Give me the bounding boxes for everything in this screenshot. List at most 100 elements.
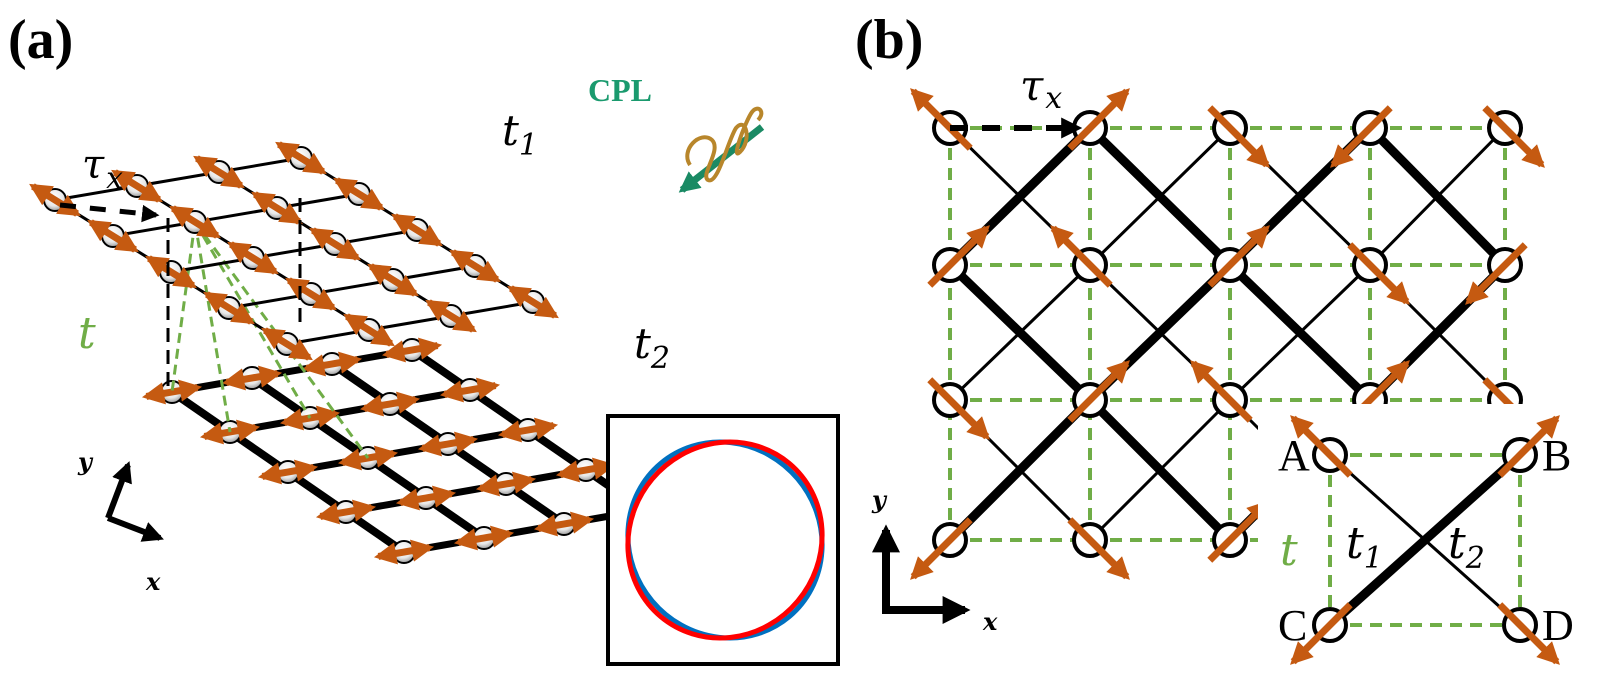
axis-x-label-a: x	[145, 567, 161, 596]
site-label-a: A	[1278, 431, 1310, 480]
t2-bond	[946, 261, 1094, 404]
tau-x-label-a: τx	[82, 142, 123, 196]
spin-arrow	[533, 511, 595, 537]
t2-bond	[1366, 124, 1509, 269]
t1-label-a: t1	[502, 106, 538, 163]
panel-a-label: (a)	[8, 9, 73, 71]
spin-arrow	[1207, 225, 1270, 288]
spin-arrow	[449, 249, 501, 283]
spin-arrow	[927, 225, 990, 288]
interlayer-hopping-line	[193, 221, 232, 433]
tau-x-label-b: τx	[1020, 61, 1062, 116]
spin-arrow	[193, 155, 245, 189]
spin-arrow	[1190, 360, 1253, 423]
bottom-bond	[287, 426, 529, 476]
spin-arrow	[1482, 105, 1545, 168]
spin-arrow	[1207, 500, 1270, 563]
t2-bond	[1086, 396, 1234, 544]
red-fermi-contour	[625, 439, 825, 641]
cpl-label: CPL	[588, 72, 652, 108]
bottom-layer-lattice	[141, 337, 675, 565]
spin-arrow	[417, 431, 479, 457]
site-label-c: C	[1278, 601, 1307, 650]
spin-arrow	[1330, 105, 1393, 168]
spin-arrow	[439, 377, 501, 403]
spin-arrow	[261, 327, 313, 361]
spin-arrow	[555, 457, 617, 483]
spin-arrow	[1465, 242, 1528, 305]
spin-arrow	[1290, 602, 1353, 665]
bottom-bond	[403, 506, 645, 556]
spin-arrow	[257, 459, 319, 485]
spin-arrow	[1067, 360, 1130, 423]
t2-bond	[1086, 124, 1234, 269]
spin-arrow	[1067, 88, 1130, 151]
spin-arrow	[141, 379, 203, 405]
bottom-bond	[171, 346, 413, 396]
spin-arrow	[927, 377, 990, 440]
spin-arrow	[425, 299, 477, 333]
top-bond	[54, 156, 302, 202]
spin-arrow	[381, 337, 443, 363]
spin-arrow	[29, 183, 81, 217]
top-bond	[228, 264, 476, 310]
axis-x-label-b: x	[982, 607, 998, 636]
spin-arrow	[309, 227, 361, 261]
fermi-surface-inset	[606, 414, 840, 666]
spin-arrow	[391, 213, 443, 247]
spin-arrow	[1497, 415, 1560, 478]
spin-arrow	[910, 88, 973, 151]
top-bond	[112, 192, 360, 238]
axis-y-label-b: y	[871, 485, 888, 514]
t2-label-a: t2	[634, 319, 670, 376]
spin-arrow	[453, 525, 515, 551]
top-bond	[170, 228, 418, 274]
spin-arrow	[1067, 517, 1130, 580]
spin-arrow	[203, 291, 255, 325]
spin-arrow	[145, 255, 197, 289]
site-label-b: B	[1542, 431, 1571, 480]
spin-arrow	[497, 417, 559, 443]
spin-arrow	[343, 313, 395, 347]
spin-arrow	[275, 141, 327, 175]
spin-arrow	[221, 365, 283, 391]
spin-arrow	[373, 539, 435, 565]
spin-arrow	[227, 241, 279, 275]
interlayer-hopping-line	[170, 221, 197, 393]
t2-bond	[1326, 451, 1524, 629]
spin-arrow	[169, 205, 221, 239]
t2-bond	[1226, 261, 1374, 404]
axes-icon-b: y x	[871, 485, 998, 636]
panel-a: (a) τx t t1 t2 CPL y x	[8, 9, 840, 666]
spin-arrow	[475, 471, 537, 497]
spin-arrow	[910, 517, 973, 580]
spin-arrow	[367, 263, 419, 297]
bottom-bond	[345, 466, 587, 516]
spin-arrow	[1207, 105, 1270, 168]
spin-arrow	[1347, 242, 1410, 305]
blue-fermi-contour	[625, 439, 825, 641]
spin-arrow	[395, 485, 457, 511]
panel-b-label: (b)	[855, 9, 923, 71]
spin-arrow	[285, 277, 337, 311]
spin-arrow	[87, 219, 139, 253]
spin-arrow	[1290, 415, 1353, 478]
top-layer-lattice	[29, 141, 559, 361]
inset-frame	[606, 414, 840, 666]
site-label-d: D	[1542, 601, 1574, 650]
spin-arrow	[315, 499, 377, 525]
bottom-bond	[229, 386, 471, 436]
spin-arrow	[359, 391, 421, 417]
spin-arrow	[111, 169, 163, 203]
t-interlayer-label: t	[78, 308, 96, 359]
t-label-b: t	[1280, 525, 1298, 576]
spin-arrow	[301, 351, 363, 377]
spin-arrow	[507, 285, 559, 319]
axes-icon-a: y x	[77, 447, 164, 596]
spin-arrow	[333, 177, 385, 211]
circularly-polarized-light-icon	[678, 106, 765, 193]
spin-arrow	[251, 191, 303, 225]
